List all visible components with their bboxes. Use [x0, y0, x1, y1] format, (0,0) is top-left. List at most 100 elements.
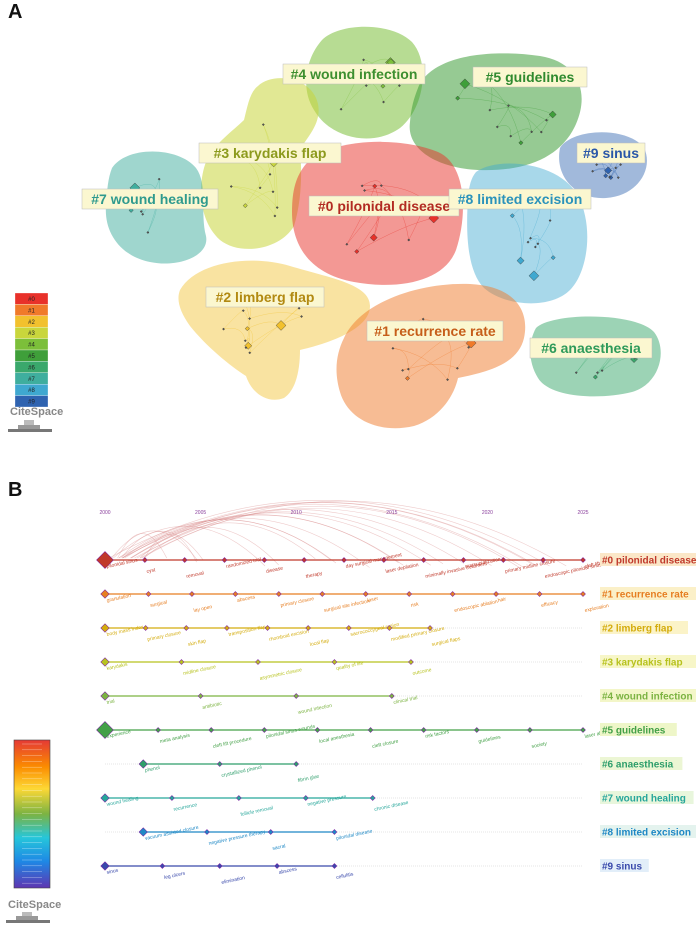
row-2-node — [100, 623, 110, 633]
cluster-3-node — [268, 172, 272, 176]
row-7-node — [236, 795, 242, 801]
row-2-label: #2 limberg flap — [602, 624, 673, 635]
row-3-node — [408, 659, 414, 665]
row-1-keyword: laser — [367, 596, 379, 604]
row-1-keyword: risk — [410, 601, 419, 609]
row-0-node — [580, 557, 586, 563]
row-5-label: #5 guidelines — [602, 726, 666, 737]
cluster-2-node — [241, 309, 245, 313]
cluster-3-node — [261, 123, 265, 127]
row-7-label-bg — [600, 791, 694, 804]
cluster-0-node — [363, 189, 366, 192]
cluster-3-blob — [201, 78, 319, 249]
citation-arc — [139, 526, 279, 566]
citation-arc — [130, 509, 464, 564]
legend-label-7: #7 — [28, 377, 35, 383]
cluster-label-1: #1 recurrence rate — [366, 320, 504, 342]
cluster-label-2: #2 limberg flap — [205, 286, 325, 308]
cluster-0-node — [379, 184, 383, 188]
cluster-2-link — [249, 312, 302, 319]
row-0-label-bg — [600, 553, 696, 566]
cluster-3-link — [231, 186, 276, 217]
row-7-keyword: recurrence — [173, 802, 198, 813]
row-1-label-bg — [600, 587, 696, 600]
row-5-node — [155, 727, 161, 733]
row-5-keyword: cleft closure — [372, 738, 400, 749]
row-4-node — [388, 693, 395, 699]
legend-label-8: #8 — [28, 388, 35, 394]
row-3-node — [100, 657, 110, 667]
cluster-2-node — [297, 306, 301, 310]
legend-label-3: #3 — [28, 331, 35, 337]
cluster-0-node — [372, 183, 378, 189]
cluster-9-node — [604, 166, 612, 175]
row-5-keyword: risk factors — [425, 729, 450, 740]
year-tick-4: 2020 — [482, 510, 493, 516]
cluster-label-4-text: #4 wound infection — [291, 66, 418, 82]
cluster-5-link — [489, 106, 553, 115]
row-8-node — [267, 829, 274, 835]
cluster-1-node — [446, 378, 449, 382]
row-0-node — [540, 557, 546, 563]
year-tick-3: 2015 — [386, 510, 397, 516]
cluster-2-node — [243, 339, 247, 343]
row-0-keyword: removal — [186, 570, 205, 580]
cluster-5-node — [539, 130, 543, 134]
row-7-keyword: wound healing — [106, 795, 139, 808]
row-0-node — [301, 557, 307, 563]
row-6-keyword: phenol — [144, 765, 160, 774]
cluster-3-node — [258, 186, 262, 190]
row-1-keyword: endoscopic ablation — [454, 599, 499, 614]
cluster-9-link — [610, 166, 618, 178]
row-2-node — [345, 625, 352, 631]
cluster-5-link — [457, 97, 547, 121]
cluster-8-link — [512, 215, 522, 261]
row-1-keyword: surgical — [150, 600, 168, 609]
legend-label-5: #5 — [28, 354, 35, 360]
cluster-2-link — [243, 310, 249, 348]
row-3-label: #3 karydakis flap — [602, 658, 683, 669]
cluster-2-node — [248, 317, 252, 320]
row-0-keyword: laser depilation — [385, 562, 419, 575]
cluster-labels: #4 wound infection #5 guidelines #9 sinu… — [81, 63, 653, 359]
cluster-label-4: #4 wound infection — [282, 63, 426, 85]
cluster-3-link — [245, 191, 274, 206]
cluster-8-node — [533, 245, 537, 249]
row-3-node — [255, 659, 261, 665]
row-8-node — [204, 829, 210, 835]
row-0-node — [181, 557, 188, 563]
citation-arc — [117, 533, 168, 559]
panel-b-letter: B — [8, 479, 22, 501]
row-1-node — [232, 591, 239, 597]
row-0-node — [96, 551, 114, 569]
row-1-label: #1 recurrence rate — [602, 590, 689, 601]
citespace-logo-b-text: CiteSpace — [8, 899, 61, 911]
citation-arc — [111, 530, 199, 561]
cluster-8-link — [533, 243, 541, 276]
row-4-keyword: clinical trial — [393, 695, 418, 706]
row-4-node — [197, 693, 204, 699]
citespace-logo-a: CiteSpace — [8, 406, 63, 432]
cluster-9-node — [614, 166, 618, 170]
row-8-label: #8 limited excision — [602, 828, 691, 839]
citation-arc — [141, 508, 492, 566]
cluster-2-node — [300, 315, 303, 318]
citation-arc — [143, 522, 316, 560]
row-6-label: #6 anaesthesia — [602, 760, 674, 771]
row-2-keyword: body mass index — [106, 624, 144, 638]
cluster-label-2-text: #2 limberg flap — [216, 289, 315, 305]
row-2-node — [427, 625, 433, 631]
cluster-1-node — [406, 367, 410, 371]
cluster-3-node — [271, 190, 275, 194]
cluster-2-node — [275, 320, 287, 331]
row-5-keyword: local anesthesia — [319, 732, 356, 745]
row-5-node — [473, 727, 480, 733]
cluster-7-node — [146, 231, 150, 234]
row-9-keyword: cellulitis — [336, 871, 355, 881]
row-2-keyword: sacrococcygeal region — [350, 622, 400, 638]
row-1-node — [493, 591, 499, 597]
citation-arc — [130, 514, 399, 564]
cluster-label-9: #9 sinus — [576, 142, 646, 164]
